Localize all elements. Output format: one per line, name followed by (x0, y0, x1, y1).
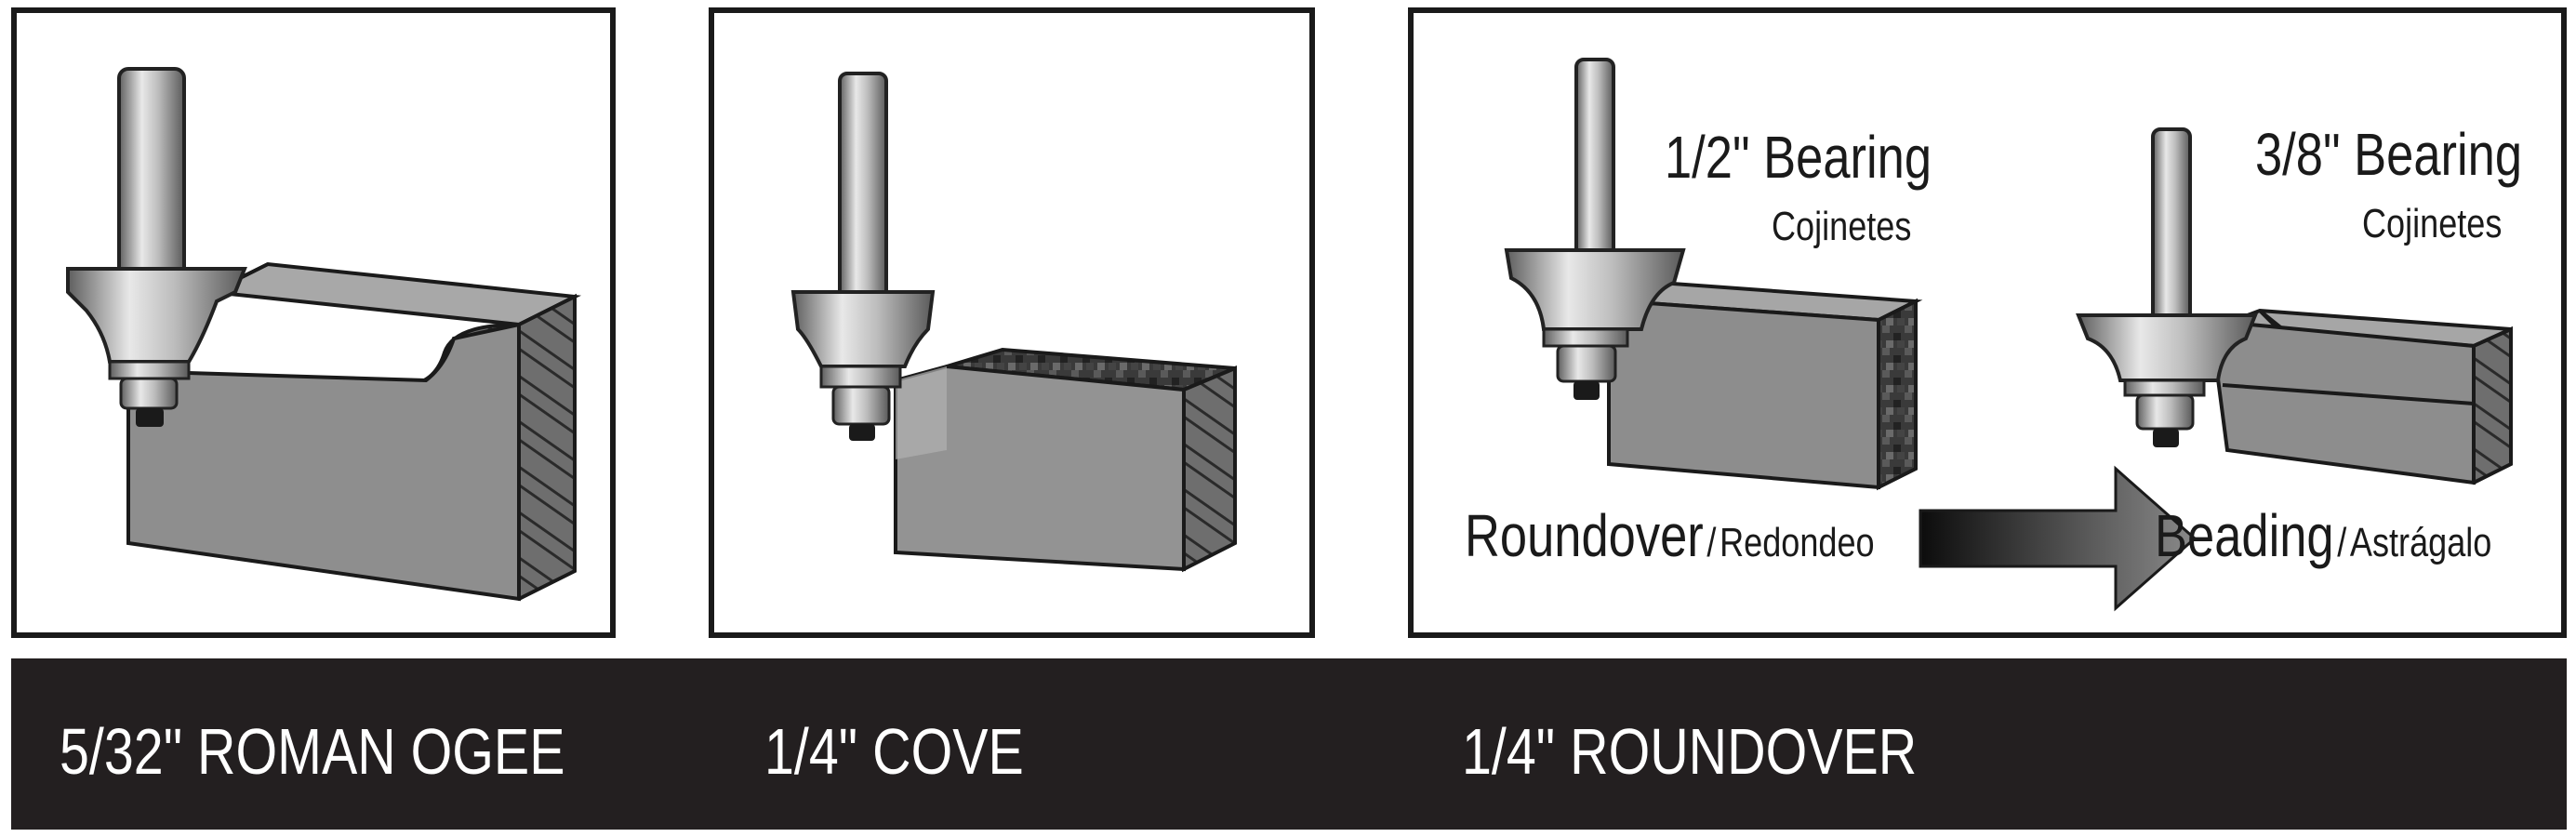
bottom-label-bar: 5/32" ROMAN OGEE 1/4" COVE 1/4" ROUNDOVE… (11, 658, 2567, 830)
cojinetes-label-left: Cojinetes (1772, 204, 1912, 249)
bearing-label-right: 3/8" Bearing (2255, 121, 2523, 188)
roman-ogee-illustration (66, 67, 582, 602)
beading-wood-block (2211, 308, 2513, 485)
roundover-illustration (1504, 58, 2513, 612)
router-bit (790, 72, 936, 441)
roundover-caption: Roundover / Redondeo (1465, 501, 1875, 570)
roundover-bit (1504, 58, 1686, 400)
beading-bit (2076, 127, 2258, 447)
bearing-label-left: 1/2" Bearing (1665, 124, 1932, 191)
separator-slash: / (2337, 520, 2347, 565)
roundover-panel: 1/2" Bearing Cojinetes 3/8" Bearing Coji… (1408, 7, 2567, 638)
arrow-right-icon (1919, 465, 2198, 612)
cove-panel (709, 7, 1315, 638)
beading-label: Beading (2155, 502, 2334, 569)
wood-block (894, 347, 1237, 573)
cove-title: 1/4" COVE (764, 715, 1024, 788)
beading-caption: Beading / Astrágalo (2155, 501, 2491, 570)
router-bit (66, 67, 247, 427)
roman-ogee-panel (11, 7, 616, 638)
roundover-label: Roundover (1465, 502, 1704, 569)
cove-illustration (790, 72, 1237, 573)
roman-ogee-title: 5/32" ROMAN OGEE (60, 715, 565, 788)
astragalo-label: Astrágalo (2349, 520, 2492, 565)
roundover-title: 1/4" ROUNDOVER (1462, 715, 1918, 788)
cojinetes-label-right: Cojinetes (2362, 201, 2503, 246)
redondeo-label: Redondeo (1720, 520, 1875, 565)
wood-block (126, 261, 582, 602)
separator-slash: / (1706, 520, 1717, 565)
